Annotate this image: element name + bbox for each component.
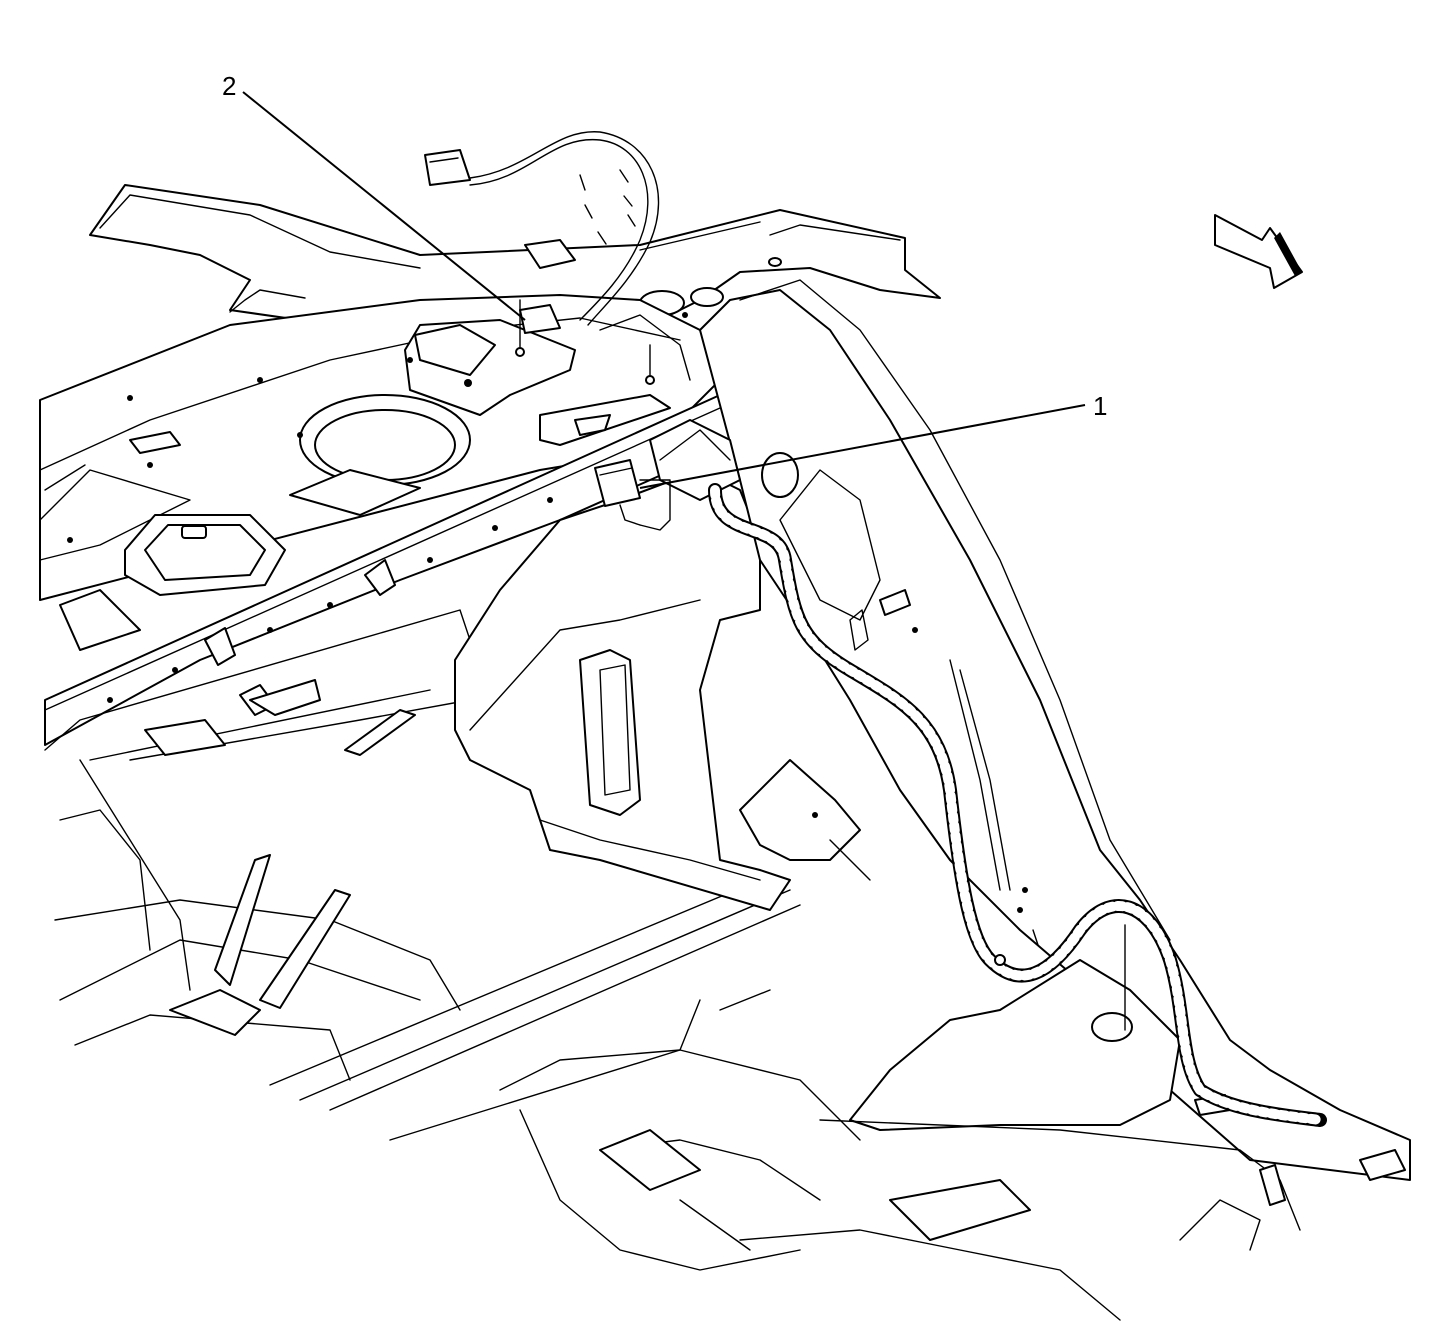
antenna-module-connector [594, 459, 671, 531]
trunk-floor [44, 609, 801, 1141]
callout-2-group: 2 [222, 71, 526, 321]
callout-1-label: 1 [1093, 391, 1107, 421]
upper-antenna-harness [424, 131, 691, 385]
front-direction-arrow-icon [1214, 214, 1303, 289]
rear-wheelhouse [454, 469, 871, 911]
callout-1-group: 1 [639, 391, 1107, 489]
rear-lower-panel [499, 959, 1406, 1321]
rear-wiring-harness [708, 483, 1327, 1127]
quarter-panel [649, 279, 1411, 1181]
rear-package-shelf [39, 294, 721, 651]
callout-2-leader [242, 91, 526, 321]
callout-2-label: 2 [222, 71, 236, 101]
callout-1-leader [639, 404, 1086, 489]
